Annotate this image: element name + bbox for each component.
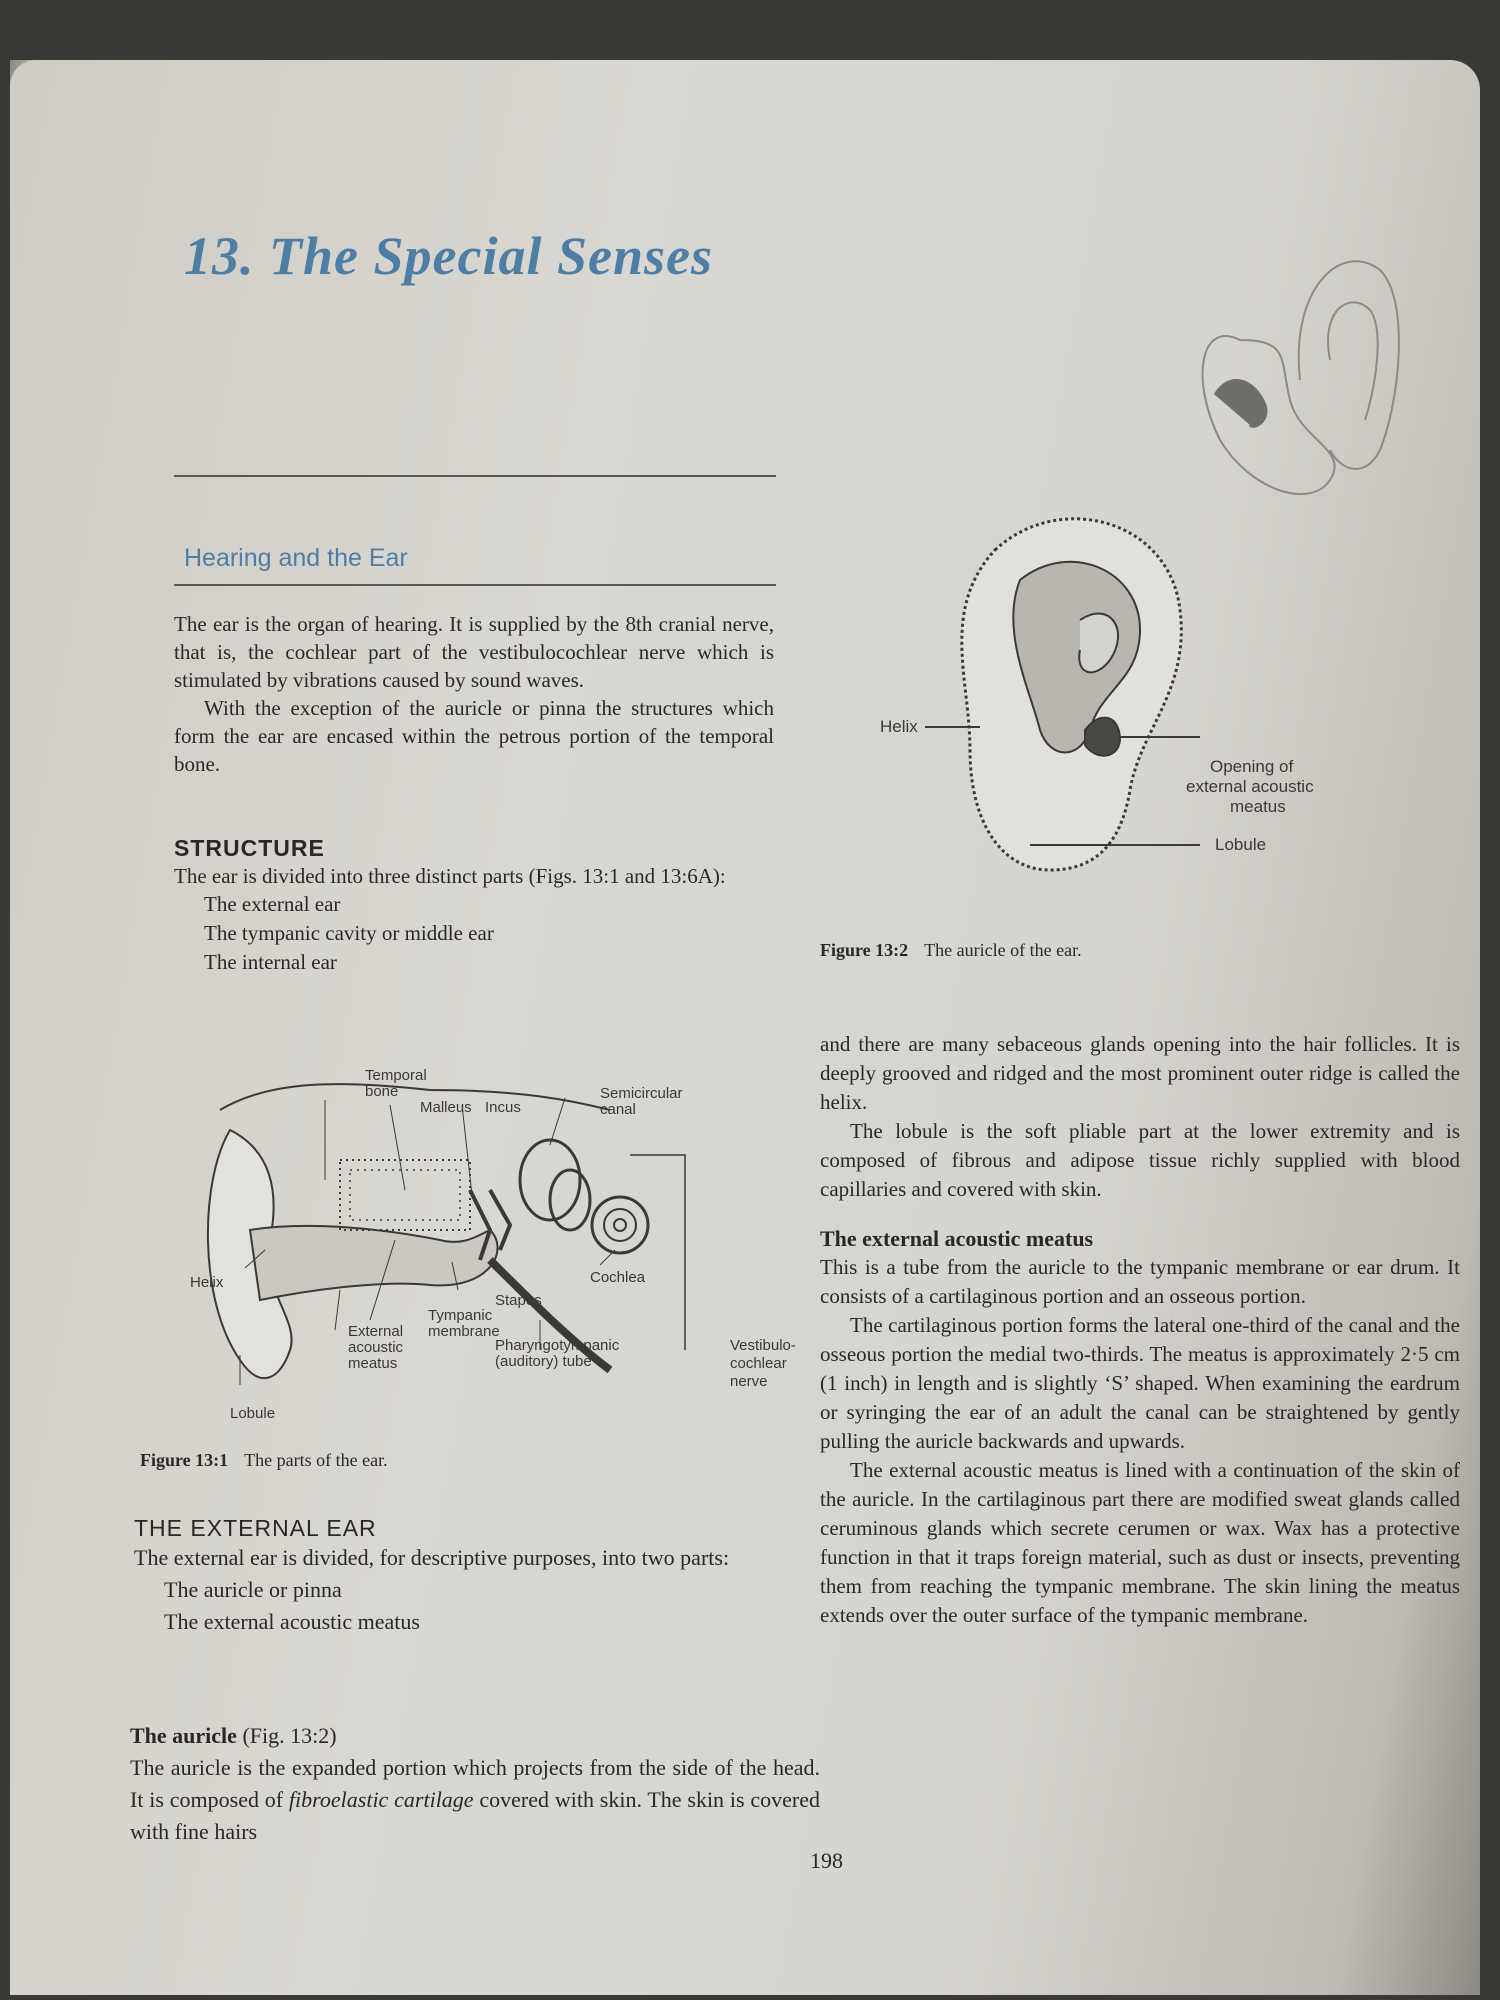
label-vestibulo-2: cochlear bbox=[730, 1355, 787, 1372]
label-lobule: Lobule bbox=[230, 1405, 275, 1422]
label-external-3: meatus bbox=[348, 1355, 397, 1372]
intro-paragraph-2: With the exception of the auricle or pin… bbox=[174, 696, 774, 776]
label-semicircular-1: Semicircular bbox=[600, 1085, 683, 1102]
meatus-paragraph-3: The external acoustic meatus is lined wi… bbox=[820, 1458, 1460, 1627]
label-cochlea: Cochlea bbox=[590, 1269, 646, 1286]
label-malleus: Malleus bbox=[420, 1099, 472, 1116]
auricle-text-c: covered with skin. The skin is covered w… bbox=[130, 1787, 820, 1844]
auricle-label-opening-2: external acoustic bbox=[1186, 777, 1314, 796]
external-ear-part-2: The external acoustic meatus bbox=[164, 1609, 420, 1634]
auricle-text-b: fibroelastic cartilage bbox=[288, 1787, 474, 1812]
figure-13-1-caption-text: The parts of the ear. bbox=[244, 1450, 388, 1470]
lobule-paragraph: The lobule is the soft pliable part at t… bbox=[820, 1119, 1460, 1201]
structure-part-1: The external ear bbox=[204, 892, 341, 916]
auricle-ref: (Fig. 13:2) bbox=[236, 1723, 337, 1748]
continuation-paragraph: and there are many sebaceous glands open… bbox=[820, 1032, 1460, 1114]
intro-paragraph-1: The ear is the organ of hearing. It is s… bbox=[174, 612, 774, 692]
figure-13-1-diagram: Temporal bone Malleus Incus Semicircular… bbox=[190, 1067, 796, 1422]
meatus-paragraph-1: This is a tube from the auricle to the t… bbox=[820, 1255, 1460, 1308]
label-external-2: acoustic bbox=[348, 1339, 404, 1356]
auricle-heading: The auricle bbox=[130, 1723, 237, 1748]
label-helix: Helix bbox=[190, 1274, 224, 1291]
meatus-heading: The external acoustic meatus bbox=[820, 1226, 1094, 1251]
structure-part-3: The internal ear bbox=[204, 950, 337, 974]
external-ear-heading: THE EXTERNAL EAR bbox=[134, 1515, 377, 1541]
structure-part-2: The tympanic cavity or middle ear bbox=[204, 921, 494, 945]
figure-13-2-diagram: Helix Opening of external acoustic meatu… bbox=[880, 517, 1314, 872]
external-ear-intro: The external ear is divided, for descrip… bbox=[134, 1545, 730, 1570]
section-rule-top bbox=[174, 475, 776, 477]
label-external-1: External bbox=[348, 1323, 403, 1340]
auricle-label-opening-1: Opening of bbox=[1210, 757, 1293, 776]
label-incus: Incus bbox=[485, 1099, 521, 1116]
book-page: 13. The Special Senses Hearing and the E… bbox=[10, 60, 1480, 1995]
figure-13-2-caption: Figure 13:2 The auricle of the ear. bbox=[820, 940, 1082, 961]
intro-text: The ear is the organ of hearing. It is s… bbox=[174, 610, 774, 778]
label-tympanic-2: membrane bbox=[428, 1323, 500, 1340]
auricle-label-opening-3: meatus bbox=[1230, 797, 1286, 816]
meatus-paragraph-2: The cartilaginous portion forms the late… bbox=[820, 1313, 1460, 1453]
label-vestibulo-1: Vestibulo- bbox=[730, 1337, 796, 1354]
external-ear-section: THE EXTERNAL EAR The external ear is div… bbox=[134, 1515, 814, 1638]
auricle-label-lobule: Lobule bbox=[1215, 835, 1266, 854]
figure-13-1-caption: Figure 13:1 The parts of the ear. bbox=[140, 1450, 388, 1471]
label-stapes: Stapes bbox=[495, 1292, 542, 1309]
label-pharyngotympanic-2: (auditory) tube bbox=[495, 1353, 592, 1370]
auricle-paragraph: The auricle (Fig. 13:2) The auricle is th… bbox=[130, 1720, 820, 1848]
structure-heading: STRUCTURE bbox=[174, 835, 325, 861]
figure-13-2-number: Figure 13:2 bbox=[820, 940, 909, 960]
auricle-section: The auricle (Fig. 13:2) The auricle is th… bbox=[130, 1720, 820, 1848]
figure-13-1-number: Figure 13:1 bbox=[140, 1450, 229, 1470]
chapter-title: 13. The Special Senses bbox=[184, 226, 713, 286]
figure-13-2-caption-text: The auricle of the ear. bbox=[924, 940, 1082, 960]
structure-intro: The ear is divided into three distinct p… bbox=[174, 864, 726, 888]
auricle-text-a: The auricle is the expanded portion whic… bbox=[130, 1755, 820, 1812]
label-temporal-bone-2: bone bbox=[365, 1083, 398, 1100]
structure-section: STRUCTURE The ear is divided into three … bbox=[174, 835, 794, 977]
pencil-sketch-icon bbox=[1201, 260, 1400, 496]
section-rule-bottom bbox=[174, 584, 776, 586]
auricle-label-helix: Helix bbox=[880, 717, 918, 736]
label-tympanic-1: Tympanic bbox=[428, 1307, 493, 1324]
label-vestibulo-3: nerve bbox=[730, 1373, 768, 1390]
label-temporal-bone-1: Temporal bbox=[365, 1067, 427, 1084]
section-heading: Hearing and the Ear bbox=[184, 544, 408, 572]
page-number: 198 bbox=[810, 1848, 843, 1873]
label-semicircular-2: canal bbox=[600, 1101, 636, 1118]
external-ear-part-1: The auricle or pinna bbox=[164, 1577, 342, 1602]
label-pharyngotympanic-1: Pharyngotympanic bbox=[495, 1337, 620, 1354]
right-column: and there are many sebaceous glands open… bbox=[820, 1030, 1460, 1630]
